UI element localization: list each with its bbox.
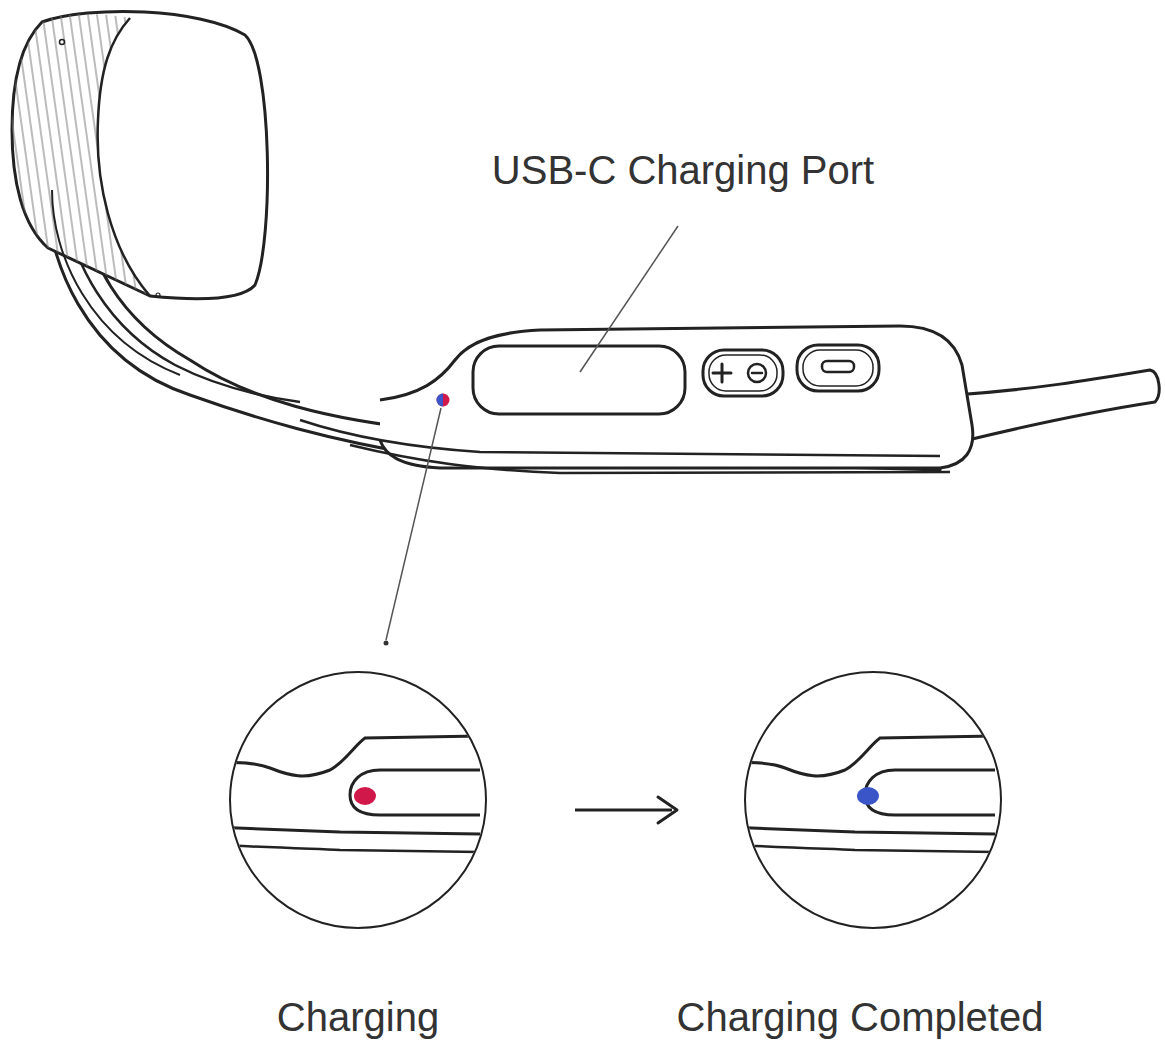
- state-caption: Charging Completed: [677, 994, 1044, 1040]
- part-label: USB-C Charging Port: [492, 147, 874, 193]
- state-caption: Charging: [277, 994, 439, 1040]
